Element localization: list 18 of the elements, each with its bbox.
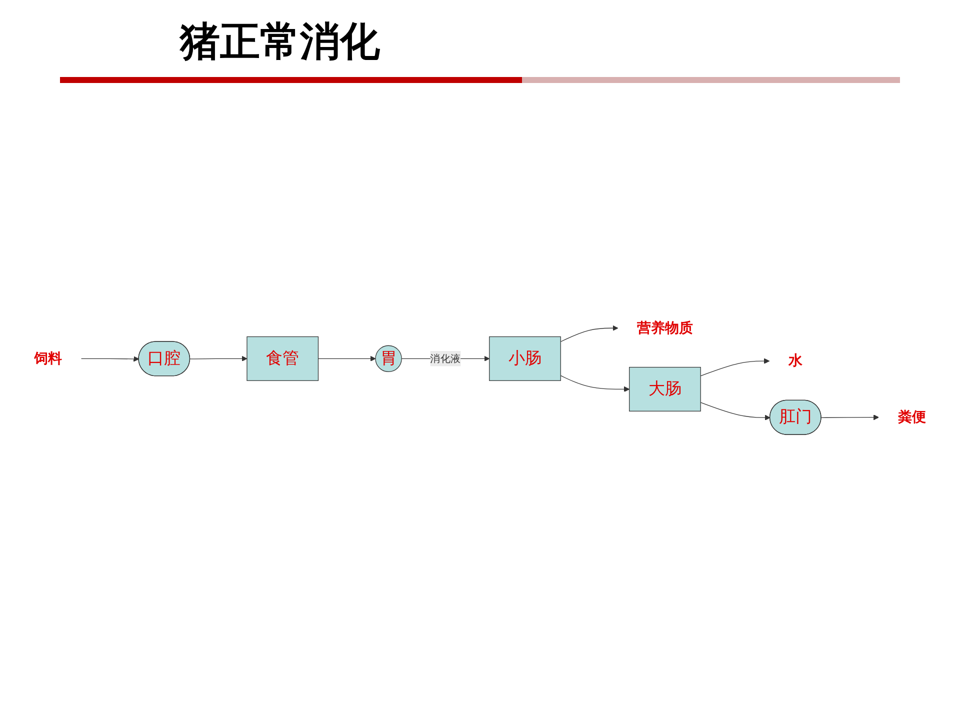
arrow (560, 326, 618, 342)
node-text: 饲料 (34, 350, 62, 367)
node-text: 营养物质 (636, 320, 693, 336)
arrow (700, 402, 770, 421)
arrow (820, 414, 879, 420)
node-box: 小肠 (489, 336, 561, 382)
arrow (700, 358, 770, 377)
node-box: 食管 (246, 336, 319, 382)
arrow (560, 376, 630, 392)
arrow (190, 356, 248, 362)
title: 猪正常消化 (180, 18, 380, 67)
node-circle: 胃 (375, 346, 402, 372)
node-text: 粪便 (898, 410, 926, 426)
edge-label: 消化液 (430, 352, 461, 365)
arrow (318, 356, 376, 362)
arrow (80, 356, 140, 362)
node-box: 大肠 (629, 367, 701, 412)
node-text: 水 (788, 353, 802, 370)
